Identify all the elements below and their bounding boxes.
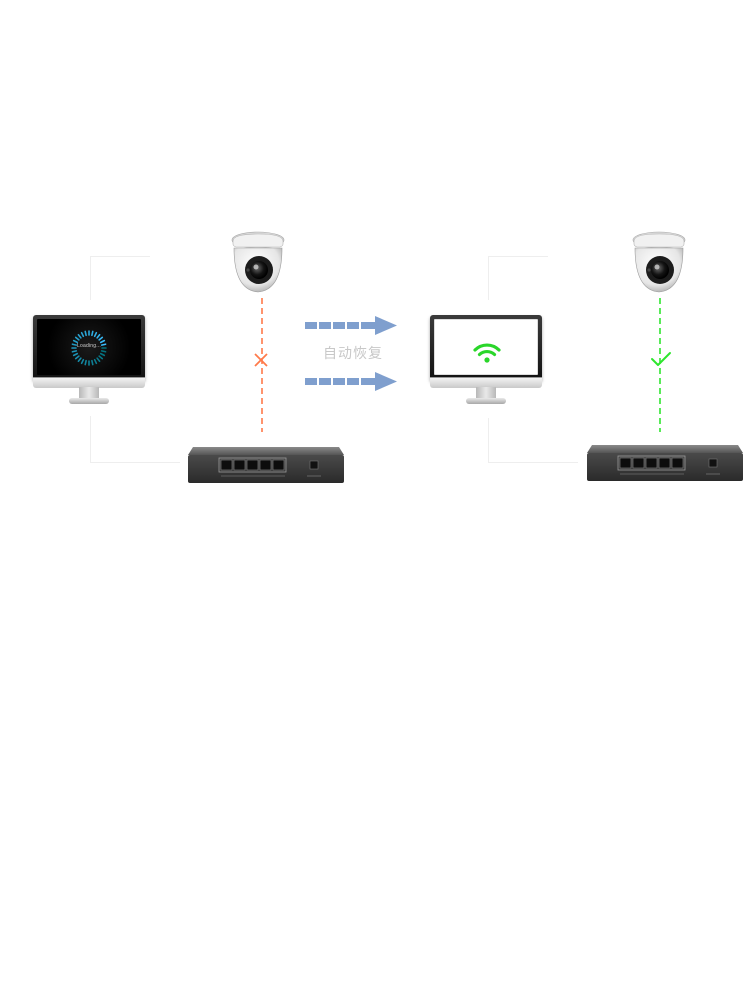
monitor-bezel: Loading... <box>33 315 145 381</box>
arrow-bottom-icon <box>305 372 397 391</box>
right-monitor <box>430 315 542 407</box>
spinner-tick <box>96 357 101 363</box>
monitor-neck <box>79 387 99 399</box>
guide-line <box>90 416 91 462</box>
left-network-switch-icon <box>188 447 344 483</box>
spinner-tick <box>96 333 101 339</box>
monitor-chin <box>33 377 145 388</box>
spinner-tick <box>71 350 78 353</box>
spinner-tick <box>72 352 79 357</box>
success-check-icon <box>651 352 671 366</box>
right-network-switch-icon <box>587 445 743 481</box>
spinner-tick <box>84 359 87 366</box>
spinner-tick <box>93 331 98 338</box>
spinner-tick <box>98 355 104 360</box>
spinner-tick <box>93 358 98 365</box>
right-dome-camera-icon <box>632 231 686 293</box>
spinner-tick <box>91 359 94 366</box>
left-monitor: Loading... <box>33 315 145 407</box>
spinner-tick <box>99 352 106 357</box>
spinner-tick <box>84 330 87 337</box>
loading-text: Loading... <box>77 343 101 349</box>
auto-recovery-label: 自动恢复 <box>323 345 383 361</box>
monitor-screen-connected <box>434 319 538 375</box>
fail-cross-icon <box>254 353 268 367</box>
guide-line <box>488 462 578 463</box>
guide-line <box>488 418 489 462</box>
monitor-screen-loading: Loading... <box>37 319 141 375</box>
spinner-tick <box>100 343 107 346</box>
spinner-tick <box>74 355 80 360</box>
arrow-top-icon <box>305 316 397 335</box>
monitor-chin <box>430 377 542 388</box>
monitor-neck <box>476 387 496 399</box>
wifi-icon <box>473 343 501 363</box>
spinner-tick <box>80 358 85 365</box>
spinner-tick <box>74 336 80 341</box>
spinner-tick <box>77 357 82 363</box>
left-connection-line <box>261 298 263 432</box>
monitor-base <box>69 398 109 404</box>
monitor-bezel <box>430 315 542 381</box>
guide-line <box>488 256 548 257</box>
spinner-tick <box>80 331 85 338</box>
spinner-tick <box>98 336 104 341</box>
left-dome-camera-icon <box>231 231 285 293</box>
spinner-tick <box>77 333 82 339</box>
right-connection-line <box>659 298 661 432</box>
spinner-tick <box>72 339 79 344</box>
spinner-tick <box>100 350 107 353</box>
guide-line <box>90 256 91 300</box>
guide-line <box>488 256 489 300</box>
spinner-tick <box>71 343 78 346</box>
guide-line <box>90 462 180 463</box>
loading-spinner-icon <box>71 330 107 366</box>
spinner-tick <box>99 339 106 344</box>
guide-line <box>90 256 150 257</box>
spinner-tick <box>91 330 94 337</box>
monitor-base <box>466 398 506 404</box>
